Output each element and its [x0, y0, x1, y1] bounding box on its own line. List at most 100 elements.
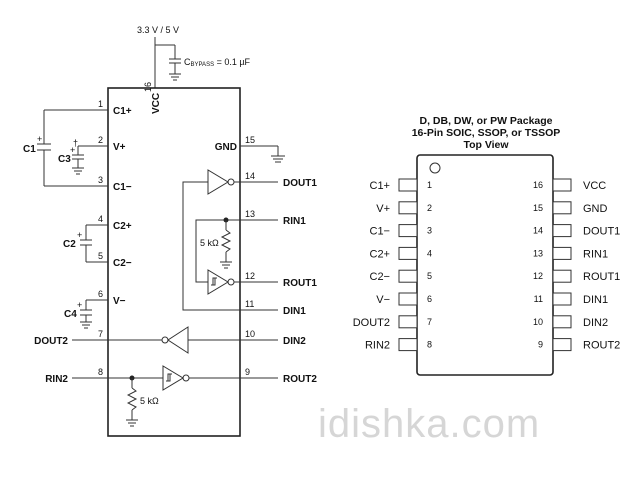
c1-polarity: + [37, 134, 42, 144]
package-pin-name: V+ [376, 203, 390, 215]
c4-label: C4 [64, 309, 77, 320]
pin-name: V+ [113, 142, 126, 153]
pin-number: 12 [245, 271, 255, 281]
pin-number: 7 [98, 329, 103, 339]
package-pin-number: 14 [533, 226, 543, 236]
package-pin-name: DIN1 [583, 294, 608, 306]
pin-number: 13 [245, 209, 255, 219]
package-pin-pad [398, 338, 418, 352]
package-pin-pad [552, 224, 572, 238]
package-pin-number: 4 [427, 248, 432, 258]
r2-resistor [126, 387, 138, 411]
pin-number: 10 [245, 329, 255, 339]
supply-voltage-label: 3.3 V / 5 V [137, 25, 179, 35]
pin-number: 1 [98, 99, 103, 109]
signal-din2: DIN2 [283, 336, 306, 347]
package-pin-pad [398, 178, 418, 192]
c3-polarity: + [70, 145, 75, 155]
ground-symbol [126, 419, 138, 427]
receiver2-schmitt-buffer [162, 365, 184, 391]
package-pin-number: 11 [534, 294, 543, 304]
c2-label: C2 [63, 239, 76, 250]
package-pin-number: 2 [427, 203, 432, 213]
signal-dout2: DOUT2 [34, 336, 68, 347]
package-pin-number: 3 [427, 226, 432, 236]
pin-number: 6 [98, 289, 103, 299]
c4-polarity: + [77, 300, 82, 310]
pin-number: 8 [98, 367, 103, 377]
pin-number: 9 [245, 367, 250, 377]
pin-number: 14 [245, 171, 255, 181]
package-pin-pad [552, 246, 572, 260]
pin-number: 4 [98, 214, 103, 224]
package-pin-name: RIN1 [583, 248, 608, 260]
signal-dout1: DOUT1 [283, 178, 317, 189]
pin-name: GND [215, 142, 237, 153]
pin-number: 3 [98, 175, 103, 185]
signal-rout2: ROUT2 [283, 374, 317, 385]
signal-rout1: ROUT1 [283, 278, 317, 289]
package-pin-name: C1− [370, 226, 391, 238]
package-pin-number: 7 [427, 317, 432, 327]
c3-label: C3 [58, 154, 71, 165]
ground-symbol [80, 321, 92, 329]
package-pin-pad [398, 292, 418, 306]
package-pin-pad [552, 269, 572, 283]
bypass-label: CBYPASS = 0.1 µF [184, 57, 251, 68]
package-pin-pad [398, 269, 418, 283]
package-pin-number: 16 [533, 180, 543, 190]
pin-number: 11 [245, 299, 254, 309]
pin-number: 5 [98, 251, 103, 261]
package-pin-name: C1+ [370, 180, 391, 192]
ground-symbol [220, 261, 232, 269]
package-pin-pad [398, 201, 418, 215]
package-pin-name: GND [583, 203, 608, 215]
receiver1-schmitt-buffer [207, 269, 229, 295]
package-pin-name: C2+ [370, 248, 391, 260]
c2-polarity: + [77, 230, 82, 240]
package-pin-pad [552, 178, 572, 192]
package-view: Top View [463, 139, 509, 151]
package-pin-name: C2− [370, 271, 391, 283]
package-pin-name: VCC [583, 180, 606, 192]
pin1-indicator [429, 162, 441, 174]
package-pin-number: 1 [427, 180, 432, 190]
signal-rin1: RIN1 [283, 216, 306, 227]
package-subtitle: 16-Pin SOIC, SSOP, or TSSOP [412, 127, 561, 139]
schmitt-trigger-icon [166, 373, 172, 382]
pin-number: 2 [98, 135, 103, 145]
package-pin-name: DOUT2 [353, 317, 390, 329]
package-pin-name: DIN2 [583, 317, 608, 329]
package-pin-name: V− [376, 294, 390, 306]
c1-label: C1 [23, 144, 36, 155]
package-pin-pad [552, 292, 572, 306]
package-pin-name: ROUT1 [583, 271, 620, 283]
package-pin-pad [398, 315, 418, 329]
ground-symbol [72, 167, 84, 175]
pin-number: 15 [245, 135, 255, 145]
package-body [416, 154, 554, 376]
rin1-route-wire [195, 219, 240, 283]
package-pin-number: 6 [427, 294, 432, 304]
left-pin-stubs [44, 109, 108, 379]
package-pin-number: 5 [427, 271, 432, 281]
signal-din1: DIN1 [283, 306, 306, 317]
package-pin-number: 10 [533, 317, 543, 327]
watermark: idishka.com [318, 402, 540, 446]
pin-name: V− [113, 296, 126, 307]
pin-name: C1− [113, 182, 132, 193]
package-pin-number: 12 [533, 271, 543, 281]
package-pin-pad [552, 338, 572, 352]
package-pin-name: ROUT2 [583, 340, 620, 352]
package-pin-name: RIN2 [365, 340, 390, 352]
package-pin-number: 15 [533, 203, 543, 213]
pin-name: C1+ [113, 106, 132, 117]
pin-number: 16 [143, 82, 153, 92]
r1-label: 5 kΩ [200, 238, 219, 248]
package-pin-number: 13 [533, 248, 543, 258]
package-pin-pad [552, 315, 572, 329]
ground-symbol [169, 73, 181, 81]
